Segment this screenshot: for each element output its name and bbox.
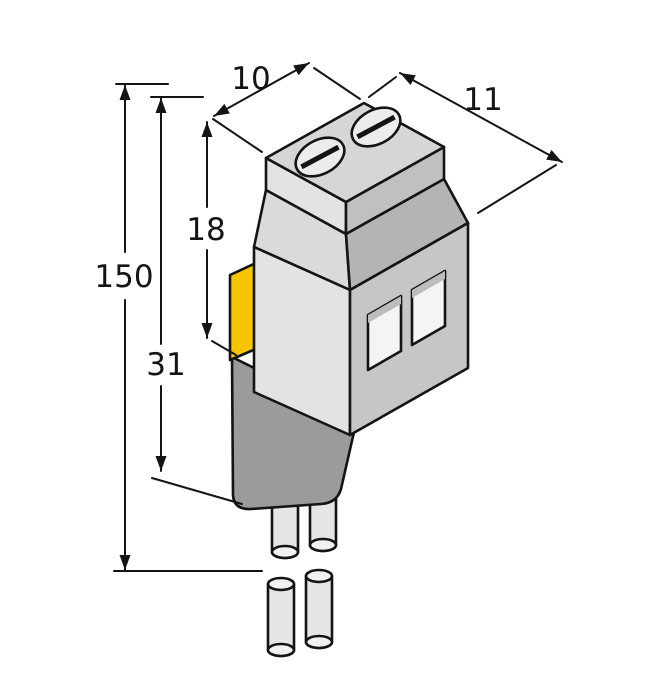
screw-slot — [300, 144, 340, 170]
extension-line — [151, 477, 243, 505]
dimension-label-31: 31 — [146, 347, 185, 383]
extension-line — [368, 76, 397, 98]
dimension-label-18: 18 — [186, 212, 225, 248]
terminal-block — [252, 101, 470, 437]
contact-pins — [266, 443, 338, 658]
dimension-line — [213, 62, 310, 117]
dimension-line — [399, 72, 563, 163]
pin-cut-face — [270, 544, 300, 560]
dimension-31: 31 — [146, 96, 243, 505]
arrowhead — [400, 73, 416, 85]
dimension-label-10: 10 — [231, 61, 270, 97]
wire-entry-hole-2 — [410, 269, 447, 347]
extension-line — [211, 340, 237, 356]
arrowhead — [155, 98, 167, 113]
arrowhead — [546, 150, 562, 162]
hole-inner-shade — [368, 296, 401, 323]
dimension-11: 11 — [368, 72, 563, 214]
pin-cut-face — [266, 576, 296, 592]
arrowhead — [293, 63, 309, 76]
dimension-label-11: 11 — [463, 82, 502, 118]
extension-line — [313, 67, 361, 100]
screw-terminal-right — [350, 106, 402, 148]
pin-cut-face — [308, 537, 338, 553]
arrowhead — [119, 85, 131, 100]
pin-cut-face — [304, 634, 334, 650]
contact-pin-right-lower — [304, 568, 334, 650]
arrowhead — [119, 555, 131, 570]
arrowhead — [214, 103, 230, 116]
pin-cut-face — [266, 642, 296, 658]
screw-terminal-left — [294, 136, 346, 178]
screw-slot — [356, 114, 396, 140]
extension-line — [212, 118, 263, 153]
pin-cut-face — [304, 568, 334, 584]
dimension-10: 10 — [213, 61, 361, 117]
arrowhead — [201, 323, 213, 338]
wire-entry-hole-1 — [366, 294, 403, 372]
extension-line — [477, 164, 557, 214]
contact-pin-left-lower — [266, 576, 296, 658]
dimension-150: 150 — [94, 83, 263, 572]
arrowhead — [201, 122, 213, 137]
hole-inner-shade — [412, 271, 445, 298]
dimension-label-150: 150 — [94, 259, 153, 295]
dimension-18: 18 — [186, 118, 263, 356]
arrowhead — [155, 456, 167, 471]
